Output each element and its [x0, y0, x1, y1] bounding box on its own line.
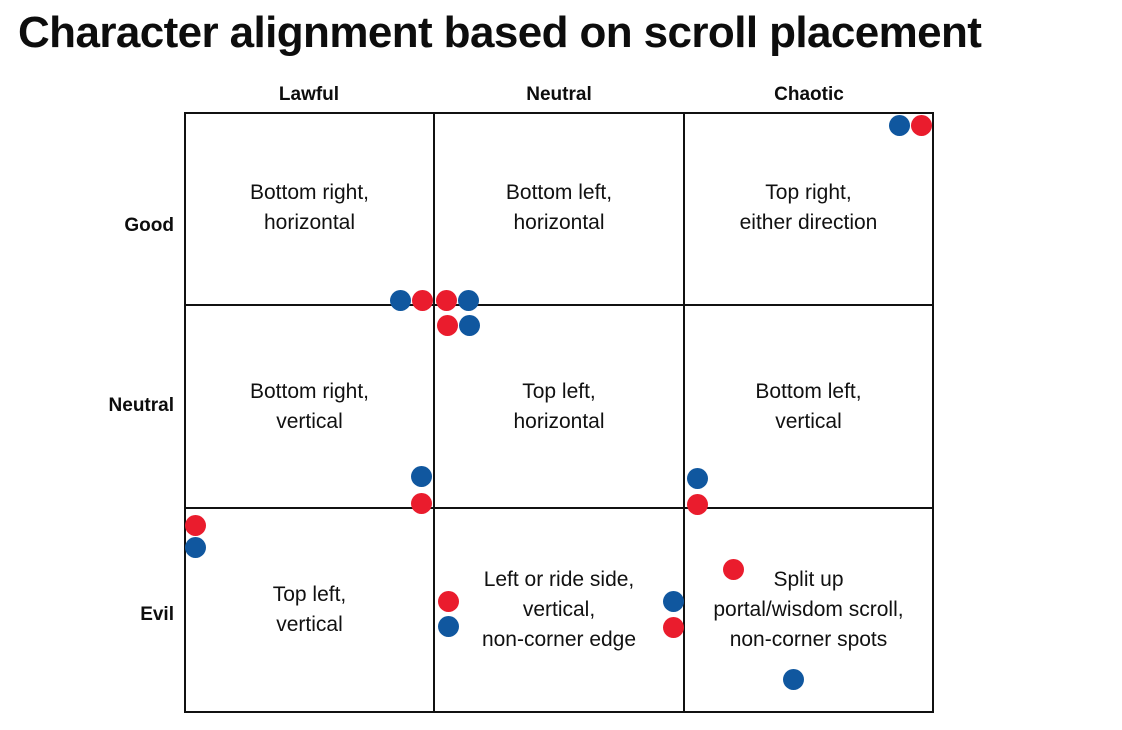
data-point-red [686, 493, 708, 515]
cell-label: Bottom right, horizontal [249, 181, 370, 234]
cell-chaotic-good: Top right, either direction [685, 112, 932, 304]
cell-label: Bottom left, horizontal [505, 181, 613, 234]
data-point-blue [662, 590, 684, 612]
cell-label: Top right, either direction [739, 181, 878, 234]
cell-chaotic-neutral: Bottom left, vertical [685, 306, 932, 507]
data-point-red [436, 314, 458, 336]
grid-divider-horizontal-2 [184, 507, 934, 509]
data-point-red [184, 514, 206, 536]
cell-neutral-neutral: Top left, horizontal [435, 306, 683, 507]
data-point-blue [686, 467, 708, 489]
data-point-red [662, 616, 684, 638]
data-point-blue [888, 114, 910, 136]
cell-lawful-evil: Top left, vertical [186, 509, 433, 711]
cell-chaotic-evil: Split up portal/wisdom scroll, non-corne… [685, 509, 932, 711]
row-header-neutral: Neutral [108, 395, 174, 416]
data-point-red [437, 590, 459, 612]
cell-label: Top left, vertical [272, 583, 347, 636]
cell-label: Top left, horizontal [513, 379, 605, 433]
data-point-blue [410, 465, 432, 487]
grid-divider-vertical-1 [433, 112, 435, 713]
grid-divider-horizontal-1 [184, 304, 934, 306]
column-header-chaotic: Chaotic [774, 84, 844, 105]
data-point-red [410, 492, 432, 514]
grid-border-top [184, 112, 934, 114]
data-point-blue [457, 289, 479, 311]
data-point-blue [458, 314, 480, 336]
data-point-red [722, 558, 744, 580]
cell-label: Split up portal/wisdom scroll, non-corne… [713, 568, 904, 651]
row-header-evil: Evil [140, 604, 174, 625]
cell-neutral-good: Bottom left, horizontal [435, 112, 683, 304]
data-point-blue [782, 668, 804, 690]
grid-border-bottom [184, 711, 934, 713]
column-header-neutral: Neutral [526, 84, 592, 105]
cell-lawful-good: Bottom right, horizontal [186, 112, 433, 304]
page-title: Character alignment based on scroll plac… [18, 8, 982, 57]
alignment-matrix: Bottom right, horizontal Bottom left, ho… [184, 112, 934, 713]
data-point-blue [389, 289, 411, 311]
grid-divider-vertical-2 [683, 112, 685, 713]
cell-label: Bottom left, vertical [755, 379, 862, 433]
grid-border-right [932, 112, 934, 713]
data-point-red [910, 114, 932, 136]
cell-lawful-neutral: Bottom right, vertical [186, 306, 433, 507]
cell-neutral-evil: Left or ride side, vertical, non-corner … [435, 509, 683, 711]
cell-label: Left or ride side, vertical, non-corner … [481, 568, 637, 651]
cell-label: Bottom right, vertical [249, 379, 370, 433]
data-point-red [411, 289, 433, 311]
data-point-blue [184, 536, 206, 558]
column-header-lawful: Lawful [278, 84, 340, 105]
data-point-red [435, 289, 457, 311]
grid-border-left [184, 112, 186, 713]
row-header-good: Good [124, 215, 174, 236]
data-point-blue [437, 615, 459, 637]
